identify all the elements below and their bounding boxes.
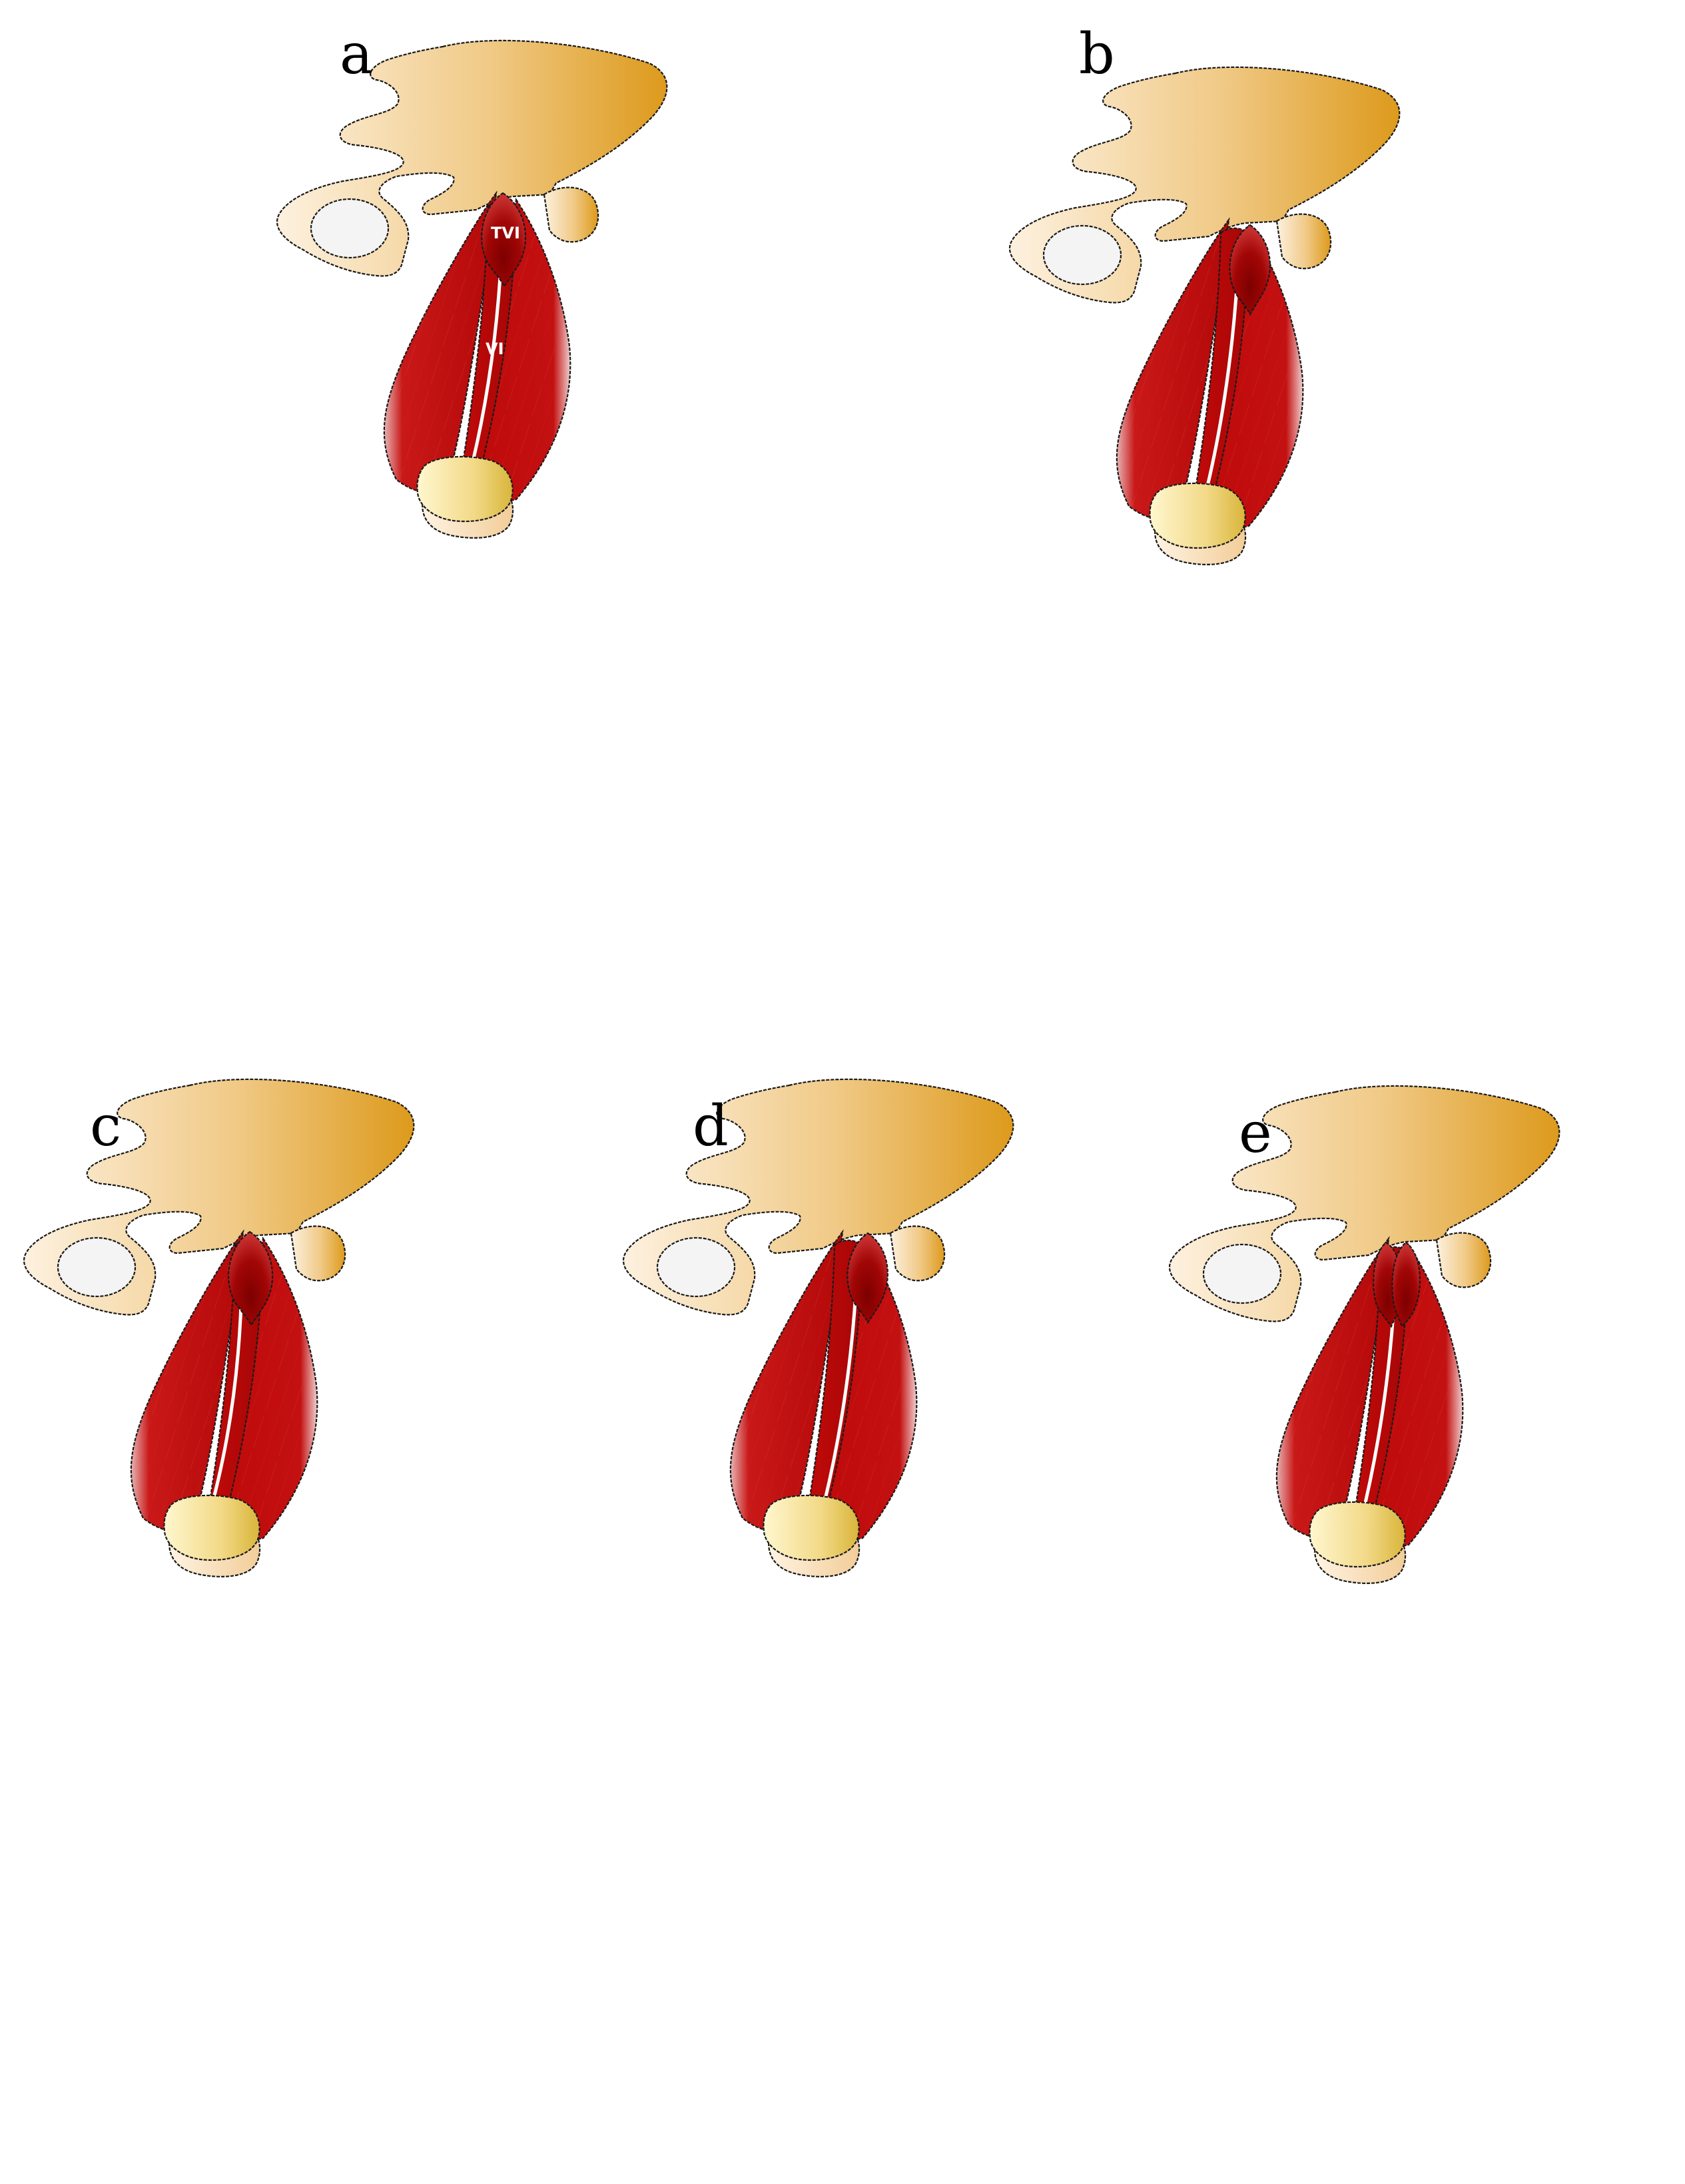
panel-c bbox=[23, 1078, 415, 1577]
panel-letter-b: b bbox=[1079, 21, 1115, 87]
label-tvi: TVI bbox=[491, 224, 520, 242]
label-vi: VI bbox=[486, 340, 504, 358]
panel-e bbox=[1168, 1085, 1560, 1584]
panel-a: TVI VI VM VL bbox=[276, 39, 668, 539]
panel-b bbox=[1008, 66, 1401, 565]
panel-d bbox=[622, 1078, 1014, 1577]
panel-letter-d: d bbox=[693, 1093, 729, 1159]
panel-letter-a: a bbox=[340, 21, 373, 87]
panel-letter-e: e bbox=[1239, 1100, 1272, 1165]
panel-letter-c: c bbox=[90, 1093, 121, 1159]
